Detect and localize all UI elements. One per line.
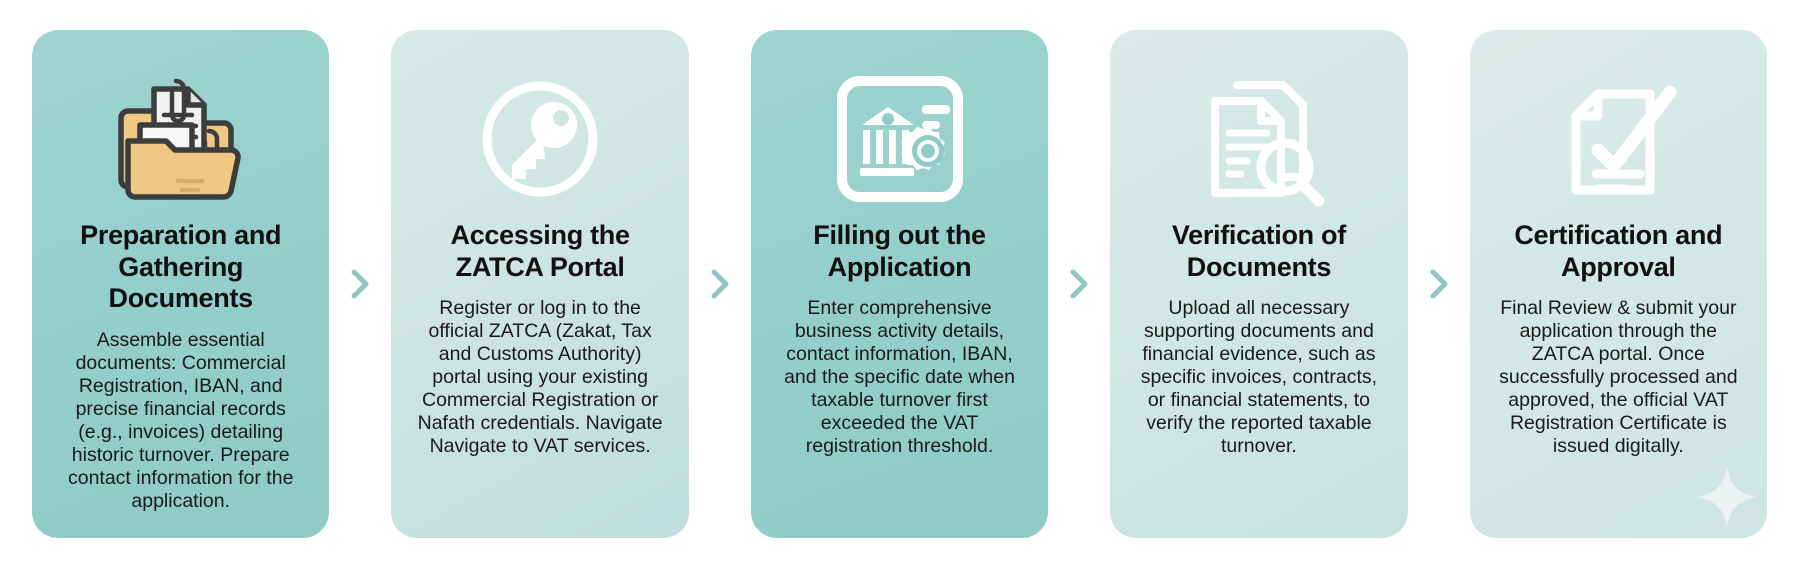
folder-documents-paperclip-icon bbox=[106, 64, 256, 214]
step-connector-1 bbox=[329, 30, 392, 538]
step-connector-4 bbox=[1407, 30, 1470, 538]
step-connector-3 bbox=[1048, 30, 1111, 538]
chevron-right-icon bbox=[1048, 253, 1111, 315]
key-circle-icon bbox=[472, 64, 608, 214]
step-title: Certification and Approval bbox=[1514, 220, 1723, 282]
step-body: Assemble essential documents: Commercial… bbox=[67, 328, 294, 512]
chevron-right-icon bbox=[329, 253, 392, 315]
step-card-1[interactable]: Preparation and Gathering Documents Asse… bbox=[32, 30, 330, 538]
step-title: Preparation and Gathering Documents bbox=[80, 220, 282, 314]
chevron-right-icon bbox=[1407, 253, 1470, 315]
step-title: Accessing the ZATCA Portal bbox=[450, 220, 630, 282]
step-connector-2 bbox=[688, 30, 751, 538]
step-title: Filling out the Application bbox=[813, 220, 986, 282]
step-card-3[interactable]: Filling out the Application Enter compre… bbox=[750, 30, 1049, 538]
step-body: Enter comprehensive business activity de… bbox=[784, 297, 1015, 458]
documents-magnifier-icon bbox=[1189, 64, 1329, 214]
chevron-right-icon bbox=[688, 253, 751, 315]
step-body: Register or log in to the official ZATCA… bbox=[417, 297, 663, 458]
step-card-5[interactable]: Certification and Approval Final Review … bbox=[1469, 30, 1768, 538]
step-body: Upload all necessary supporting document… bbox=[1140, 297, 1378, 458]
bank-form-gear-icon bbox=[834, 64, 966, 214]
step-title: Verification of Documents bbox=[1171, 220, 1346, 282]
sparkle-icon bbox=[1695, 465, 1759, 534]
step-body: Final Review & submit your application t… bbox=[1499, 297, 1738, 458]
document-checkmark-pen-icon bbox=[1548, 64, 1688, 214]
step-card-4[interactable]: Verification of Documents Upload all nec… bbox=[1110, 30, 1408, 538]
step-card-2[interactable]: Accessing the ZATCA Portal Register or l… bbox=[391, 30, 689, 538]
